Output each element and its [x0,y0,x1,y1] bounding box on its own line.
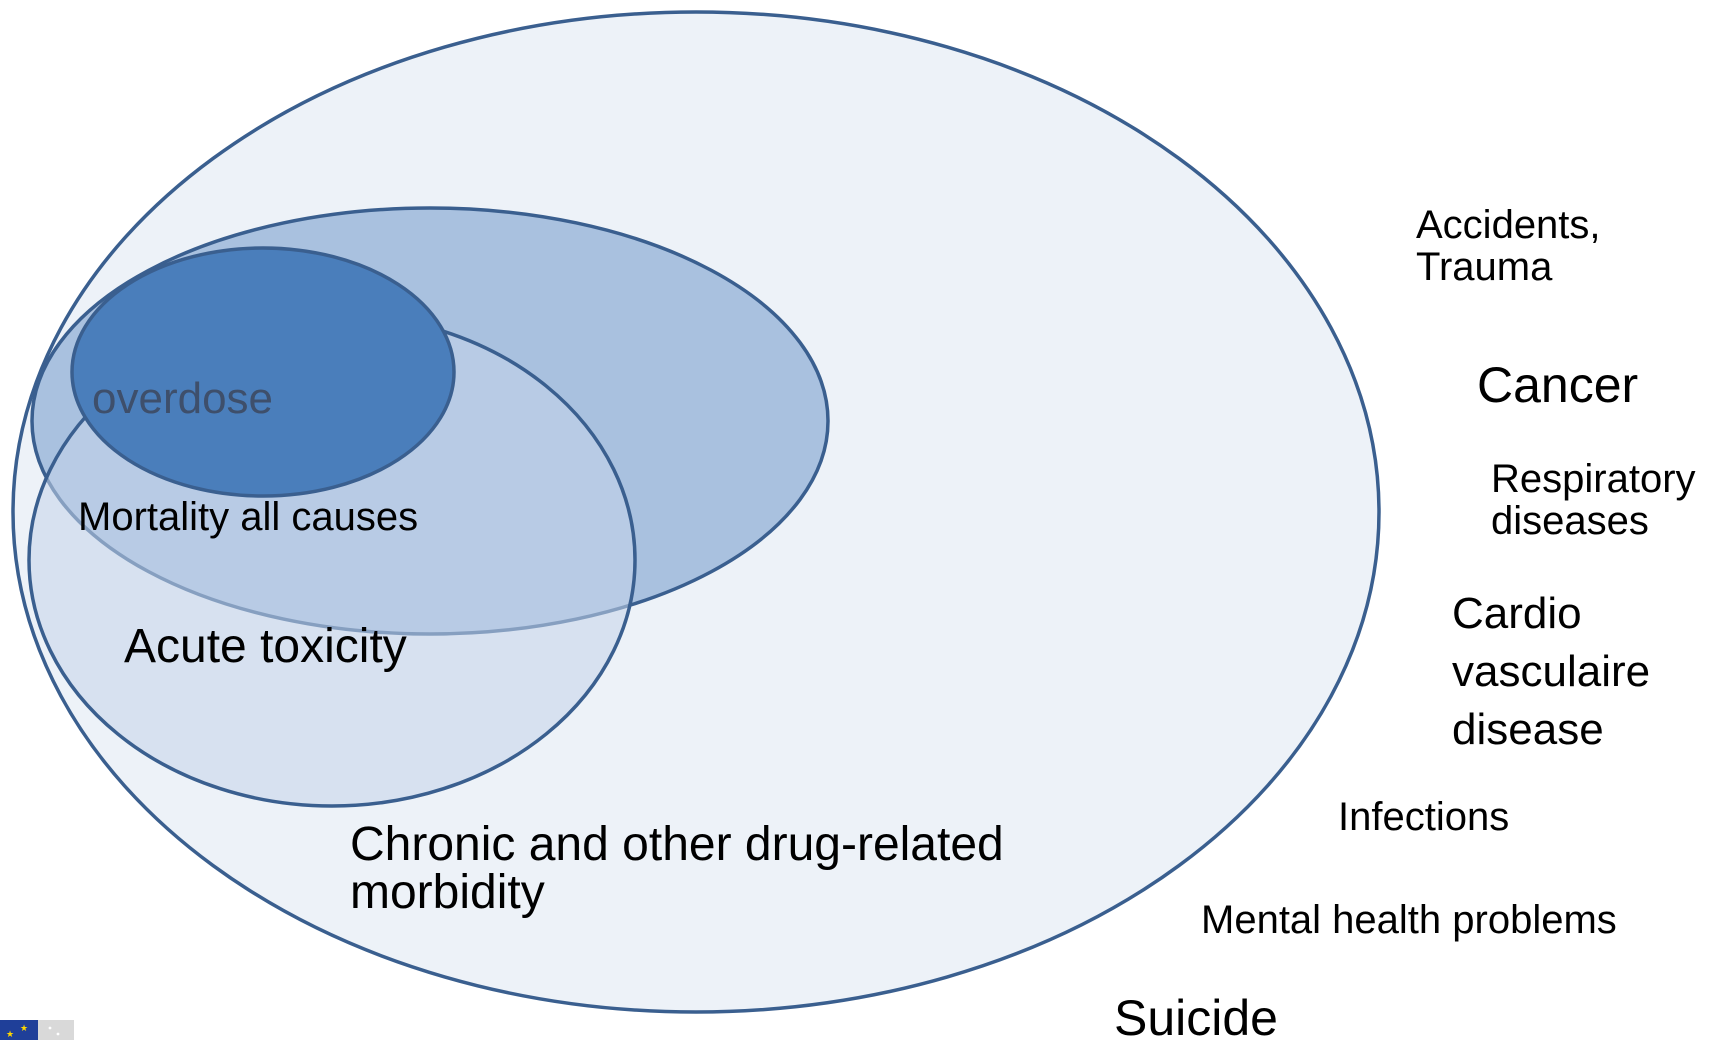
accidents-label-line-1: Accidents, [1416,203,1601,247]
mortality-label: Mortality all causes [78,495,418,539]
chronic-morbidity-label-line-1: Chronic and other drug-related [350,818,1004,871]
respiratory-label-line-1: Respiratory [1491,457,1696,501]
infections-label: Infections [1338,795,1509,839]
chronic-morbidity-label-line-2: morbidity [350,866,545,919]
overdose-label: overdose [92,374,273,423]
accidents-label-line-2: Trauma [1416,245,1553,289]
cancer-label: Cancer [1477,357,1638,413]
overdose-ellipse [70,246,456,498]
flag-star-icon: ★ [6,1029,14,1039]
cardio-label-line-3: disease [1452,705,1604,754]
logo-dot [56,1032,60,1036]
flag-star-icon: ★ [20,1023,28,1033]
eu-flag-icon [0,1020,38,1040]
logo-panel [38,1020,74,1040]
eu-logo: ★ ★ [0,1020,74,1040]
cardio-label-line-2: vasculaire [1452,647,1650,696]
acute-toxicity-label: Acute toxicity [124,620,407,673]
suicide-label: Suicide [1114,990,1278,1040]
logo-dot [48,1026,52,1030]
mental-health-label: Mental health problems [1201,898,1617,942]
cardio-label-line-1: Cardio [1452,589,1582,638]
respiratory-label-line-2: diseases [1491,499,1649,543]
